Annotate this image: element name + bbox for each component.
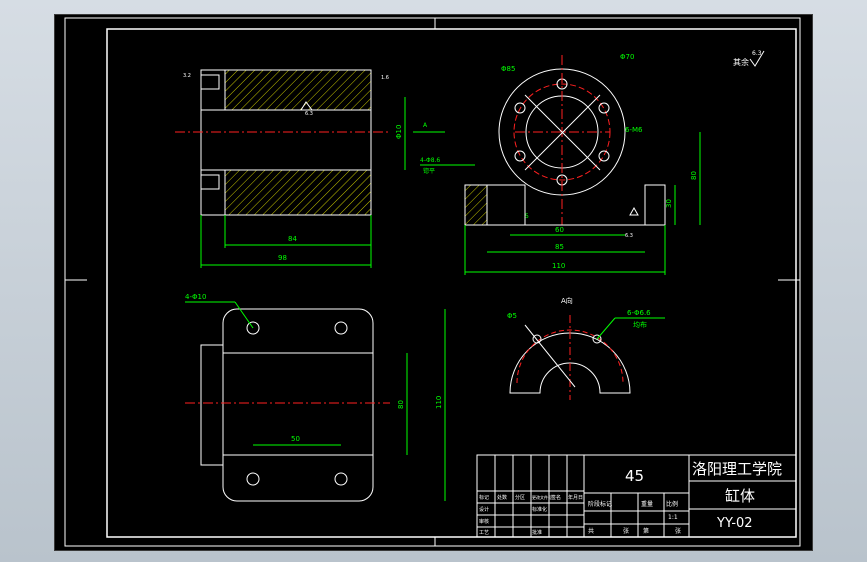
hole-note-side: 6-M6 bbox=[625, 126, 643, 134]
tb-school-name: 洛阳理工学院 bbox=[692, 460, 782, 478]
view-a: A向 Φ5 6-Φ6.6 均布 bbox=[507, 296, 665, 400]
sheet-outer-border bbox=[64, 17, 801, 547]
title-block-border bbox=[476, 454, 797, 538]
view-arrow-label: A bbox=[423, 122, 428, 129]
view-a-title: A向 bbox=[561, 296, 573, 305]
surface-finish-note-label: 其余 bbox=[733, 57, 749, 67]
dim-label-pcd: Φ85 bbox=[501, 65, 515, 73]
engineering-drawing: 其余 6.3 6.3 3.2 1.6 84 bbox=[64, 17, 801, 547]
tb-drawing-no: YY-02 bbox=[716, 516, 753, 531]
tb-craft-label: 工艺 bbox=[479, 530, 489, 536]
surface-finish-note-value: 6.3 bbox=[752, 50, 762, 57]
tb-count-label: 处数 bbox=[497, 494, 507, 501]
dim-label-slot: 5 bbox=[525, 213, 529, 220]
dim-label-height: 80 bbox=[690, 171, 698, 180]
tb-sign-label: 签名 bbox=[551, 494, 561, 501]
view-a-hole-leader-2 bbox=[596, 317, 616, 340]
side-roughness-symbol bbox=[629, 206, 639, 216]
tb-scale-label: 比例 bbox=[666, 500, 678, 508]
front-port-upper bbox=[200, 74, 220, 90]
tb-change-doc-label: 更改文件号 bbox=[532, 494, 552, 500]
bottom-view: 4-Φ10 80 110 50 bbox=[185, 293, 446, 502]
bottom-boss bbox=[200, 344, 224, 466]
mount-hole bbox=[246, 472, 260, 486]
view-a-hole bbox=[592, 334, 602, 344]
tb-sheet-total-suffix: 张 bbox=[623, 527, 629, 535]
front-outline bbox=[200, 69, 372, 216]
dim-label-60: 60 bbox=[555, 226, 564, 234]
dim-label-30: 30 bbox=[665, 199, 673, 208]
bolt-hole bbox=[514, 150, 526, 162]
tb-review-label: 审核 bbox=[479, 518, 489, 525]
tb-sheet-total-prefix: 共 bbox=[588, 527, 594, 535]
bolt-hole bbox=[598, 150, 610, 162]
view-a-hole-note-2: 均布 bbox=[633, 320, 647, 329]
bottom-plate-outline bbox=[222, 308, 374, 502]
dim-label-80: 80 bbox=[397, 400, 405, 409]
roughness-symbol bbox=[749, 50, 765, 67]
tb-zone-label: 分区 bbox=[515, 494, 525, 501]
title-block: 洛阳理工学院 缸体 YY-02 45 阶段标记 重量 比例 1:1 共 张 第 … bbox=[476, 454, 797, 538]
tb-part-name: 缸体 bbox=[725, 487, 755, 505]
bolt-hole bbox=[598, 102, 610, 114]
dim-label-85: 85 bbox=[555, 243, 564, 251]
mount-hole bbox=[334, 472, 348, 486]
bottom-hole-leader-2 bbox=[234, 301, 254, 329]
front-upper-hatched-wall bbox=[224, 69, 372, 111]
side-view: 6.3 Φ85 Φ70 6-M6 80 30 5 60 85 110 bbox=[464, 53, 701, 275]
view-a-leader bbox=[524, 324, 576, 388]
dim-label-84: 84 bbox=[288, 235, 297, 243]
mount-hole bbox=[246, 321, 260, 335]
front-roughness-symbol bbox=[300, 101, 313, 111]
bottom-hole-note: 4-Φ10 bbox=[185, 293, 206, 301]
side-roughness-value: 6.3 bbox=[625, 233, 633, 239]
side-base-hatched bbox=[464, 184, 488, 226]
tb-weight-label: 重量 bbox=[641, 500, 653, 508]
mount-hole bbox=[334, 321, 348, 335]
dim-label-50: 50 bbox=[291, 435, 300, 443]
view-a-hole-note: 6-Φ6.6 bbox=[627, 309, 651, 317]
tb-approve-label: 批准 bbox=[532, 529, 542, 536]
dim-label-98: 98 bbox=[278, 254, 287, 262]
cad-drawing-viewport[interactable]: 其余 6.3 6.3 3.2 1.6 84 bbox=[54, 14, 813, 551]
tb-mark-label: 标记 bbox=[479, 494, 489, 501]
dim-label-side-bore: Φ70 bbox=[620, 53, 634, 61]
tb-scale-value: 1:1 bbox=[668, 514, 678, 521]
front-port-lower bbox=[200, 174, 220, 190]
tb-material: 45 bbox=[625, 467, 644, 485]
front-roughness-value: 6.3 bbox=[305, 111, 313, 117]
front-right-roughness-value: 1.6 bbox=[381, 75, 389, 81]
bolt-hole bbox=[514, 102, 526, 114]
view-a-pitch-arc bbox=[516, 329, 624, 384]
front-lower-hatched-wall bbox=[224, 169, 372, 216]
general-surface-finish-note: 其余 6.3 bbox=[733, 50, 765, 67]
dim-label-110-side: 110 bbox=[552, 262, 565, 270]
tb-standard-label: 标准化 bbox=[532, 506, 547, 513]
dim-label-110-bottom: 110 bbox=[435, 396, 443, 409]
front-view-section: 6.3 3.2 1.6 84 98 Φ10 A 4-Φ8.6 锪平 bbox=[175, 69, 475, 268]
port-note-2: 锪平 bbox=[423, 167, 435, 175]
tb-stage-label: 阶段标记 bbox=[588, 500, 612, 508]
view-a-hole bbox=[532, 334, 542, 344]
side-leader-b bbox=[524, 94, 601, 171]
tb-design-label: 设计 bbox=[479, 506, 489, 513]
view-a-dim-pcd: Φ5 bbox=[507, 312, 517, 320]
side-base-outline bbox=[464, 184, 666, 226]
sheet-inner-border bbox=[106, 28, 797, 538]
tb-sheet-no-suffix: 张 bbox=[675, 527, 681, 535]
port-note: 4-Φ8.6 bbox=[420, 157, 440, 164]
front-left-roughness-value: 3.2 bbox=[183, 73, 191, 79]
dim-label-bore: Φ10 bbox=[395, 125, 403, 139]
tb-date-label: 年月日 bbox=[568, 494, 583, 501]
tb-sheet-no-prefix: 第 bbox=[643, 527, 649, 535]
